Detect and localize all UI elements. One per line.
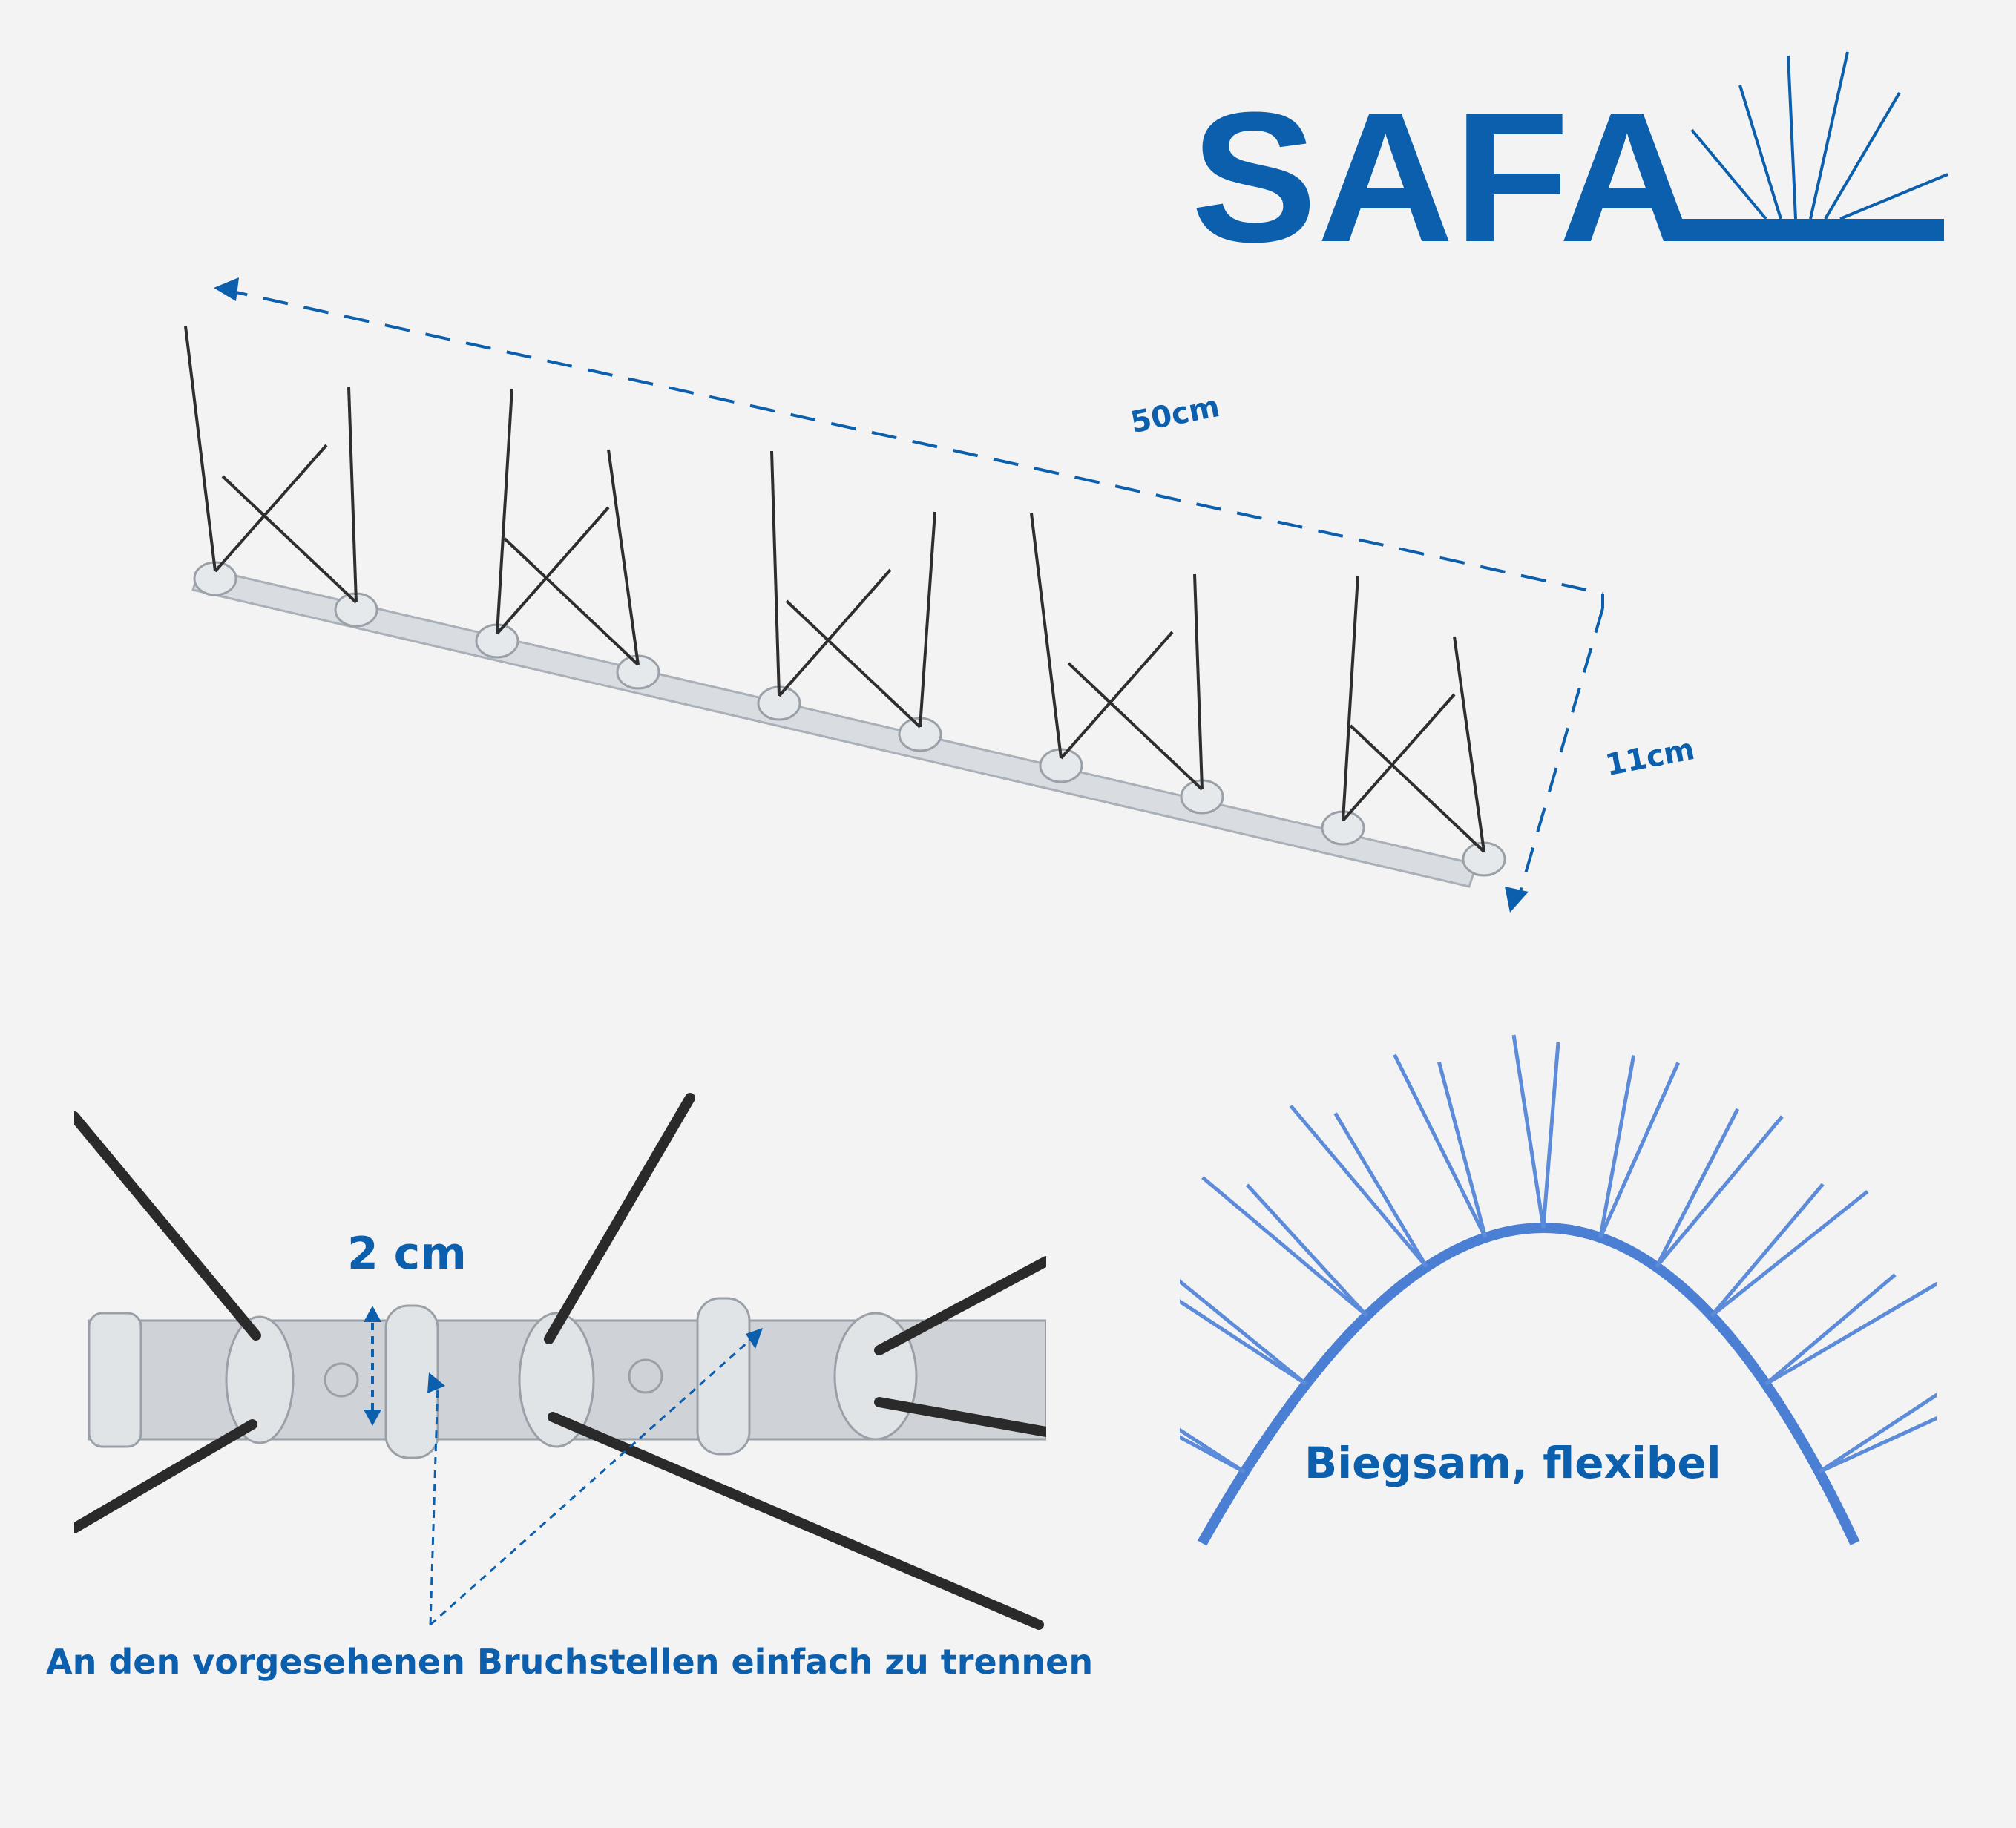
arc-spike <box>1393 1053 1488 1239</box>
spike-angled <box>503 537 640 666</box>
spike-angled <box>1060 631 1174 760</box>
spike-angled <box>778 568 892 697</box>
spike-angled <box>496 506 610 635</box>
base-closeup-photo <box>74 1093 1046 1630</box>
arc-spike <box>1201 1176 1368 1318</box>
arc-spike <box>1818 1393 1937 1474</box>
flexible-arc-illustration <box>1180 1034 1937 1546</box>
height-arrow-top-icon <box>364 1306 381 1322</box>
arc-spike <box>1655 1115 1784 1269</box>
spike-upright <box>607 449 640 665</box>
steel-spikes <box>184 326 1485 853</box>
logo-wordmark: SAFA <box>1191 73 1695 252</box>
arc-spike <box>1541 1042 1560 1229</box>
flexible-caption: Biegsam, flexibel <box>1304 1438 1721 1488</box>
spike-upright <box>184 326 217 572</box>
arc-spike <box>1655 1108 1740 1268</box>
arc-spike <box>1764 1273 1897 1386</box>
spike-upright <box>1453 636 1485 852</box>
arc-spike <box>1180 1299 1307 1386</box>
length-arrowhead-icon <box>214 277 239 301</box>
spike-upright <box>496 388 513 634</box>
arc-spike <box>1180 1278 1307 1386</box>
arc-spike <box>1710 1190 1869 1318</box>
spike-angled <box>221 475 358 604</box>
spike-angled <box>1349 724 1485 853</box>
width-dimension-arrow <box>1516 594 1604 902</box>
spike-angled <box>214 444 328 573</box>
spike-angled <box>1067 662 1204 791</box>
arc-spike <box>1245 1183 1368 1318</box>
arc-spike <box>1289 1104 1428 1269</box>
arc-spike <box>1598 1062 1681 1239</box>
arc-spike <box>1180 1435 1246 1474</box>
spike-upright <box>770 450 781 697</box>
base-clips <box>193 561 1506 877</box>
arc-spike <box>1598 1054 1636 1238</box>
break-point-pointer <box>429 1334 756 1626</box>
break-points-caption: An den vorgesehenen Bruchstellen einfach… <box>46 1642 1094 1682</box>
arc-spike <box>1333 1112 1428 1268</box>
height-arrow-bottom-icon <box>364 1410 381 1426</box>
arc-spike <box>1437 1061 1488 1238</box>
arc-spikes <box>1180 1034 1937 1474</box>
spike-angled <box>1342 693 1456 822</box>
closeup-spikes <box>74 1093 1046 1630</box>
arc-base <box>1197 1223 1860 1546</box>
width-arrowhead-icon <box>1505 887 1529 913</box>
spike-upright <box>1193 573 1204 790</box>
arc-spike <box>1710 1183 1825 1318</box>
length-dimension-arrow <box>222 288 1603 595</box>
logo-spikes-icon <box>1690 51 1948 220</box>
arc-spike <box>1818 1416 1937 1474</box>
arc-spike <box>1180 1427 1246 1474</box>
safa-logo: SAFA <box>1191 51 1948 252</box>
height-label: 2 cm <box>347 1228 467 1280</box>
break-arrow-right-icon <box>746 1328 763 1349</box>
spike-upright <box>1342 575 1359 821</box>
arc-spike <box>1511 1034 1546 1229</box>
spike-upright <box>919 511 936 728</box>
break-arrow-left-icon <box>427 1372 445 1393</box>
plastic-base-strip <box>191 566 1478 888</box>
spike-strip-photo <box>184 277 1604 913</box>
spike-upright <box>347 387 358 603</box>
spike-upright <box>1030 513 1063 759</box>
arc-spike <box>1764 1281 1937 1386</box>
spike-angled <box>785 599 922 729</box>
logo-base-bar <box>1677 219 1944 241</box>
